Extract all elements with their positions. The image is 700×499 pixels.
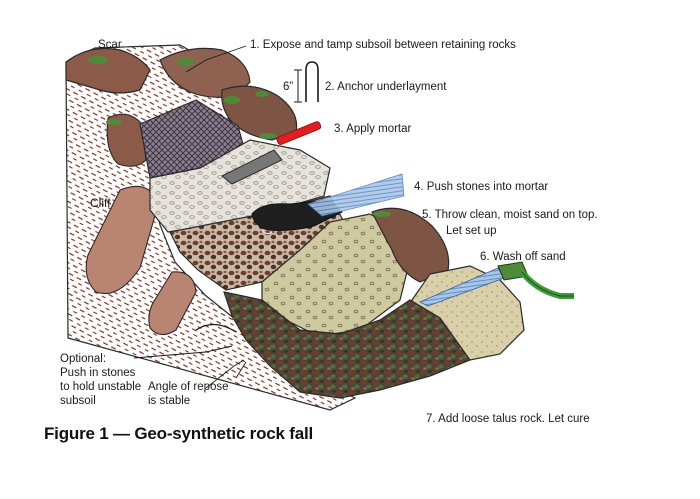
cliff-boulder-2 — [148, 271, 197, 336]
label-scar: Scar — [98, 39, 122, 51]
water-spray-upper — [307, 173, 405, 217]
step-7-label: 7. Add loose talus rock. Let cure — [426, 413, 590, 425]
optional-label-line3: to hold unstable — [60, 381, 142, 393]
anchor-staple-icon — [305, 61, 319, 102]
cliff-boulder-1 — [85, 185, 159, 295]
repose-label-line2: is stable — [148, 395, 191, 407]
step-1-label: 1. Expose and tamp subsoil between retai… — [250, 39, 516, 51]
leader-lines — [133, 45, 247, 389]
talus-rock-area — [223, 291, 471, 399]
angle-of-repose-arc — [195, 323, 237, 333]
step-6-label: 6. Wash off sand — [480, 251, 566, 263]
step-5-label-line1: 5. Throw clean, moist sand on top. — [422, 209, 598, 221]
scar-rock-left — [65, 47, 151, 94]
step-3-label: 3. Apply mortar — [334, 123, 412, 135]
mortar-layer — [149, 139, 331, 233]
repose-label-line1: Angle of repose — [148, 381, 229, 393]
label-depth: 6” — [283, 81, 294, 93]
garden-hose-icon — [497, 261, 574, 299]
retaining-rock-left — [106, 113, 147, 167]
moss-right-rock — [373, 211, 391, 217]
figure-caption: Figure 1 — Geo-synthetic rock fall — [44, 424, 314, 443]
optional-label-line2: Push in stones — [60, 367, 136, 379]
optional-label-line4: subsoil — [60, 395, 96, 407]
optional-label-line1: Optional: — [60, 353, 107, 365]
moss-patches — [88, 56, 277, 139]
mortar-trowel-icon — [221, 121, 322, 185]
step-5-label-line2: Let set up — [446, 225, 497, 237]
step-2-label: 2. Anchor underlayment — [325, 81, 447, 93]
step-4-label: 4. Push stones into mortar — [414, 181, 549, 193]
label-cliff: Cliff — [90, 196, 111, 210]
